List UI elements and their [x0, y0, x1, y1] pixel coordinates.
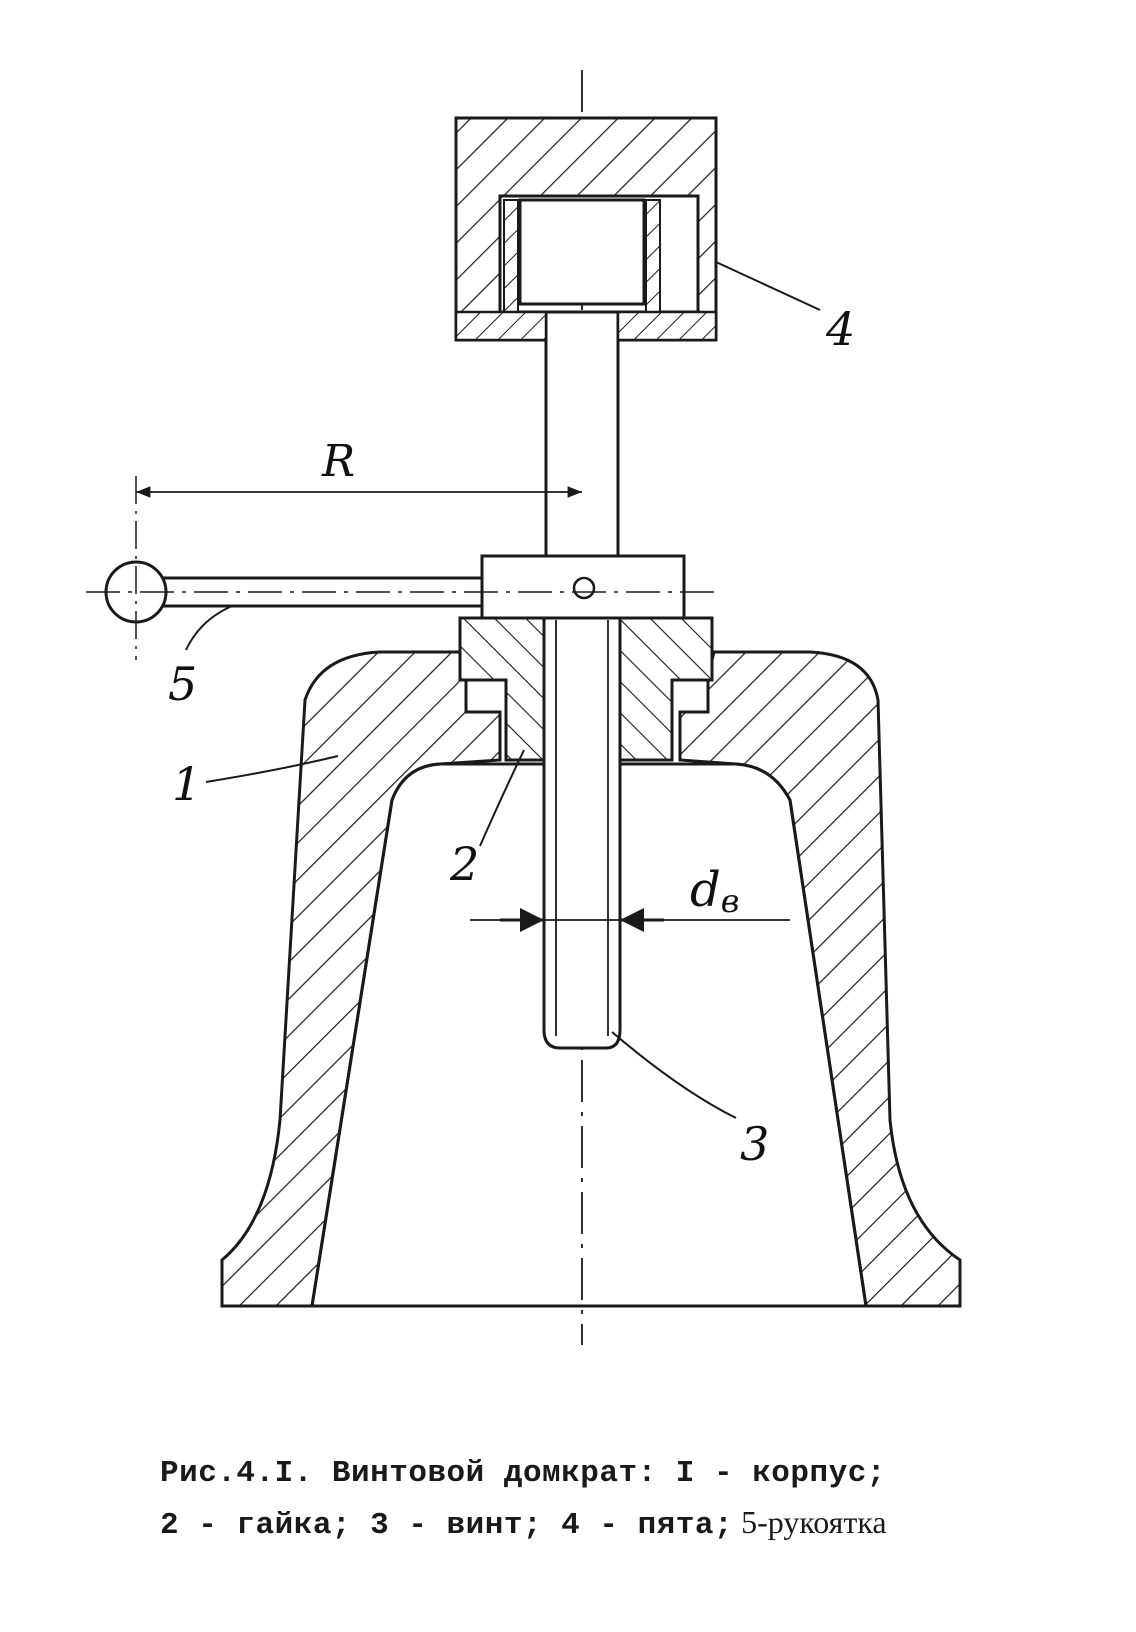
leader-lines — [185, 261, 821, 1119]
leader-5 — [185, 605, 233, 651]
caption-line-2: 2 - гайка; 3 - винт; 4 - пята; 5-рукоятк… — [160, 1498, 1080, 1550]
caption-line-2-tail: 5-рукоятка — [733, 1504, 887, 1540]
label-part-2: 2 — [449, 837, 479, 891]
figure-caption: Рис.4.I. Винтовой домкрат: I - корпус; 2… — [160, 1450, 1080, 1550]
dimension-R — [135, 476, 582, 660]
label-part-3: 3 — [740, 1117, 769, 1171]
caption-line-2-main: 2 - гайка; 3 - винт; 4 - пята; — [160, 1508, 734, 1543]
leader-3 — [611, 1031, 737, 1119]
label-dimension-R: R — [321, 436, 355, 487]
cap-part-4 — [454, 116, 718, 342]
leader-1 — [205, 755, 339, 783]
leader-2 — [479, 749, 525, 847]
screw-jack-drawing: 4 R 5 1 2 dв 3 — [86, 70, 962, 1345]
label-part-1: 1 — [172, 757, 201, 811]
label-part-4: 4 — [825, 302, 855, 356]
screw-part-3 — [480, 198, 686, 1050]
label-part-5: 5 — [168, 657, 197, 711]
caption-line-1: Рис.4.I. Винтовой домкрат: I - корпус; — [160, 1456, 886, 1491]
label-dimension-d: dв — [690, 862, 739, 920]
leader-4 — [715, 261, 821, 311]
